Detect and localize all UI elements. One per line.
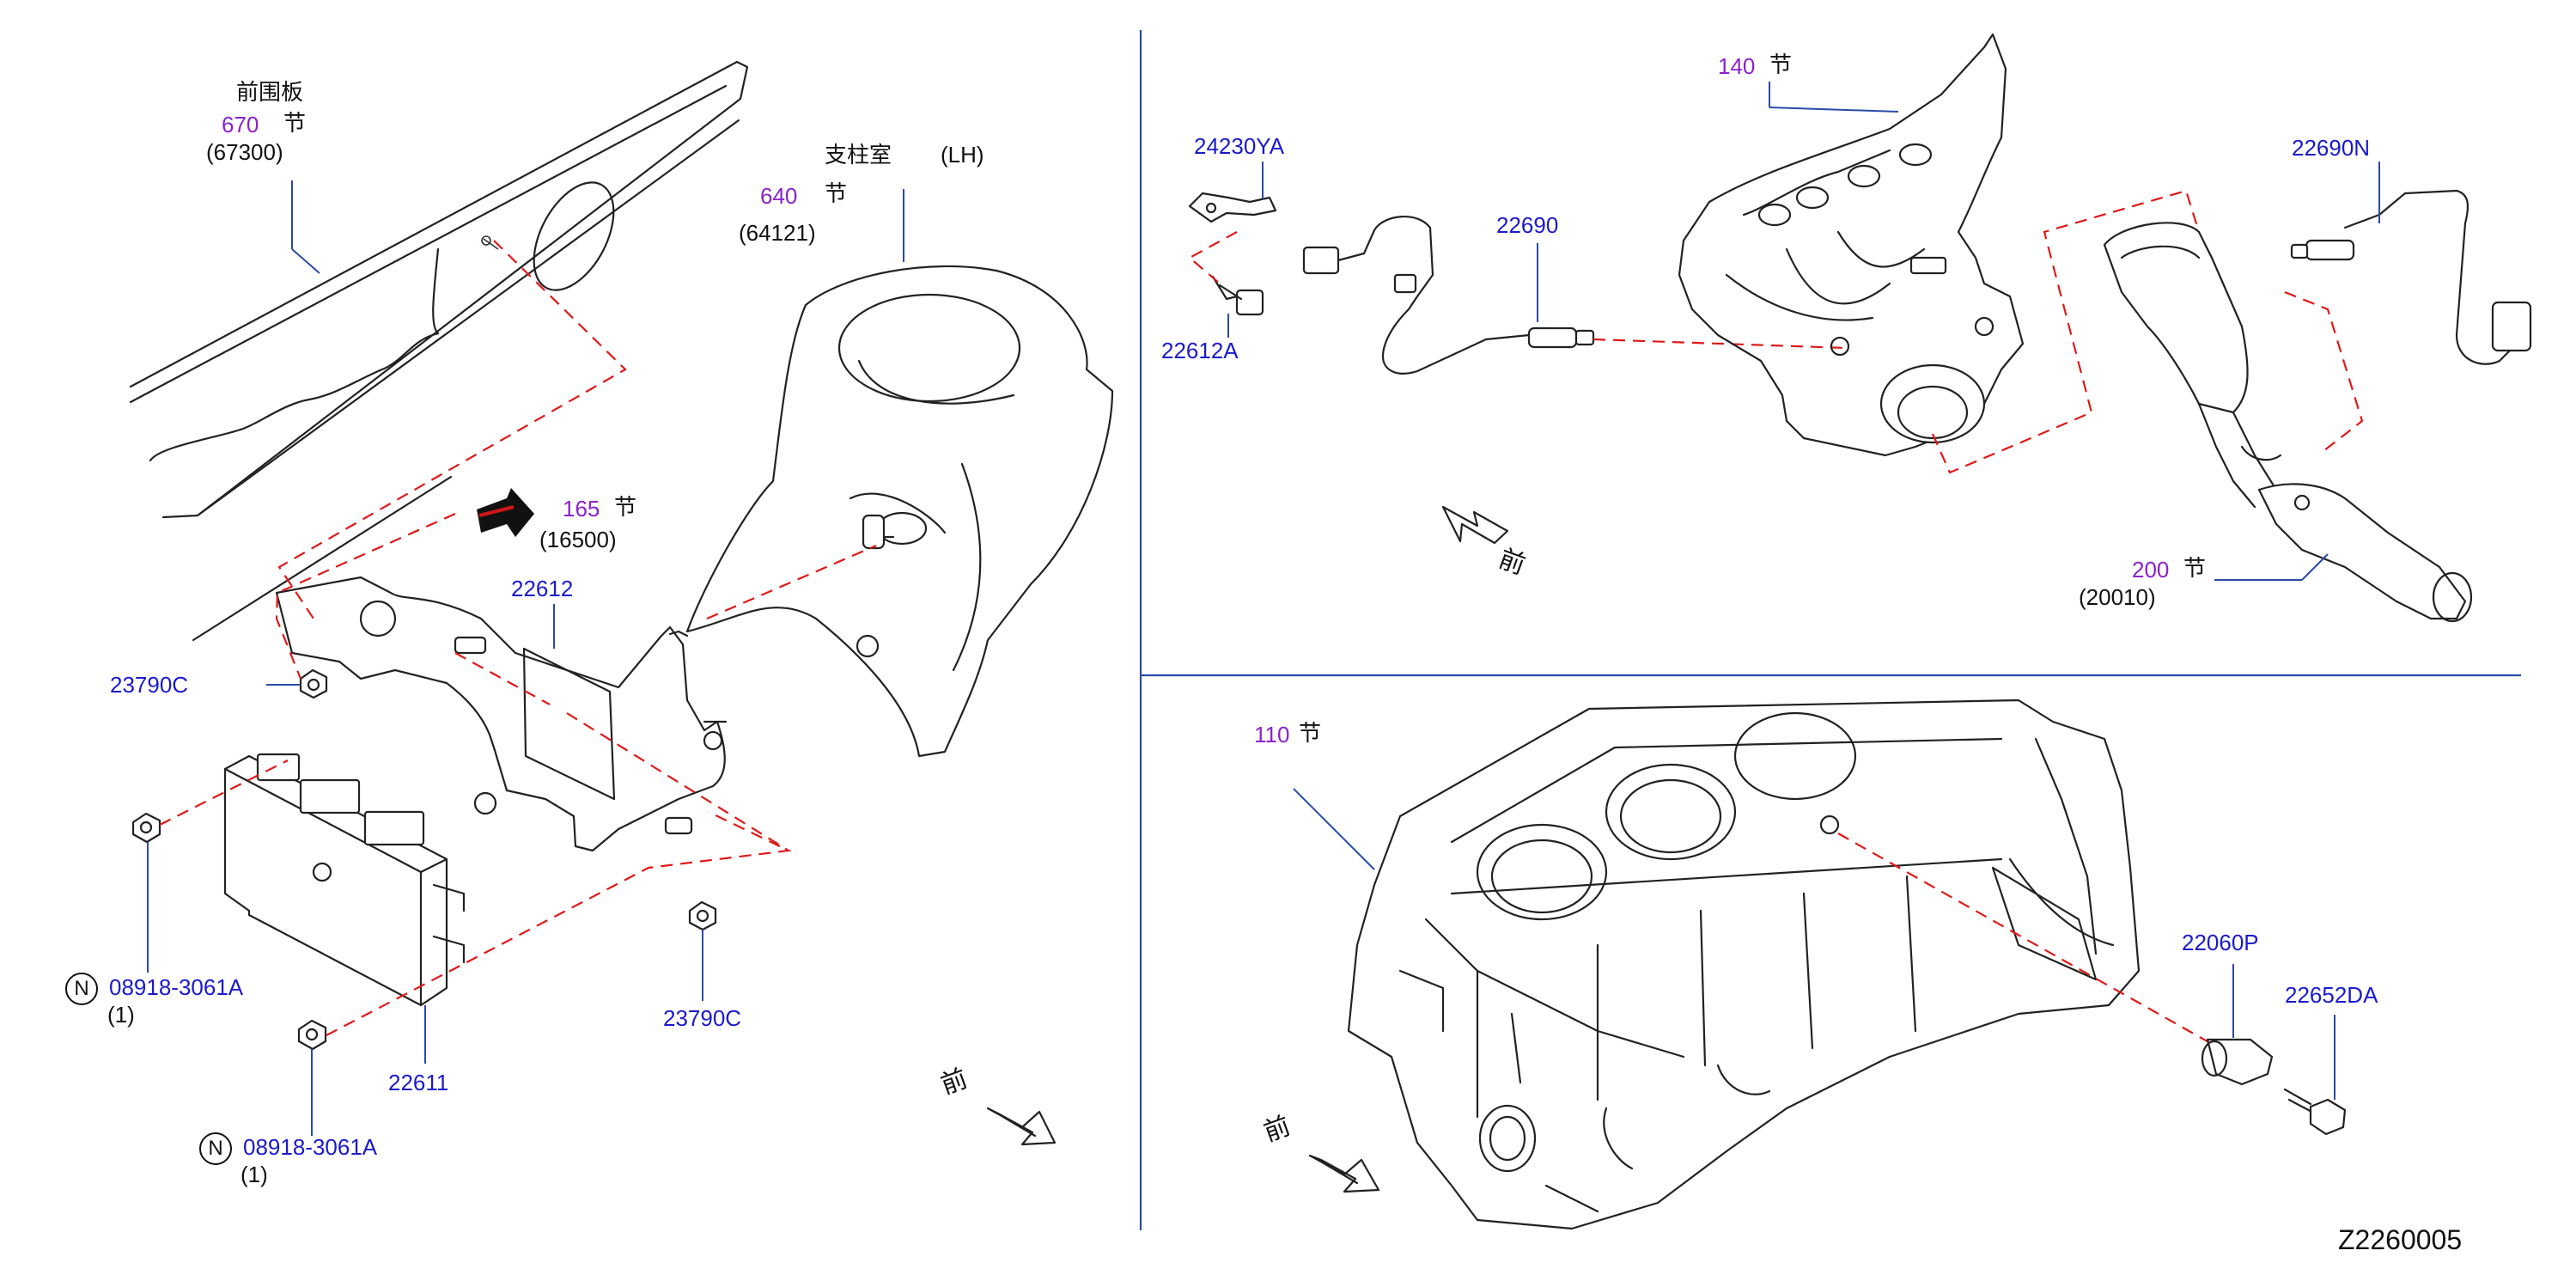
cylinder-block-section[interactable]: 110 (1254, 722, 1290, 747)
sensor-22690-label[interactable]: 22690 (1496, 212, 1559, 238)
front-panel-name: 前围板 (236, 79, 304, 105)
nut-23790c-upper-label[interactable]: 23790C (110, 672, 189, 698)
exhaust-manifold-section-unit: 节 (1769, 52, 1793, 77)
ref-165-section-unit: 节 (614, 494, 637, 520)
exhaust-pipe-section[interactable]: 200 (2132, 557, 2170, 583)
strut-housing-section-unit: 节 (825, 180, 848, 206)
nut-23790c-lower-label[interactable]: 23790C (663, 1005, 742, 1031)
front-arrow-left (986, 1107, 1057, 1146)
strut-housing-section[interactable]: 640 (760, 183, 798, 209)
exhaust-manifold-drawing (1678, 33, 2025, 457)
bracket-22612-drawing (275, 576, 728, 852)
bolt-upper-drawing (131, 812, 161, 844)
front-arrow-upper (1441, 505, 1509, 545)
strut-housing-part: (64121) (739, 220, 816, 246)
bolt-22652da-label[interactable]: 22652DA (2285, 982, 2378, 1008)
exhaust-pipe-part: (20010) (2079, 584, 2156, 610)
nut-23790c-upper-drawing (299, 668, 328, 699)
front-panel-section[interactable]: 670 (222, 112, 259, 137)
exhaust-pipe-section-unit: 节 (2183, 555, 2207, 581)
bolt-22612a-label[interactable]: 22612A (1161, 338, 1239, 363)
bolt-22652da-drawing (2283, 1088, 2347, 1136)
ref-165-part: (16500) (539, 527, 617, 552)
bolt-lower-qty: (1) (241, 1162, 268, 1187)
sensor-22690-drawing (1302, 216, 1595, 375)
bolt-upper-part[interactable]: 08918-3061A (109, 974, 244, 1000)
ref-arrow-165 (477, 488, 534, 537)
bracket-24230ya-drawing (1188, 192, 1277, 223)
bolt-lower-drawing (297, 1019, 327, 1051)
ref-165-section[interactable]: 165 (563, 496, 600, 522)
strut-housing-side: (LH) (941, 142, 984, 168)
bolt-lower-badge: N (199, 1132, 232, 1165)
nut-23790c-lower-drawing (688, 900, 717, 931)
drawing-code: Z2260005 (2338, 1224, 2463, 1255)
bolt-upper-badge: N (65, 973, 98, 1005)
knock-sensor-22060p-drawing (2201, 1038, 2274, 1086)
front-panel-part: (67300) (206, 139, 283, 165)
bracket-22612-label[interactable]: 22612 (511, 576, 574, 601)
front-panel-drawing (129, 60, 749, 642)
ecu-22611-label[interactable]: 22611 (388, 1070, 449, 1095)
knock-sensor-22060p-label[interactable]: 22060P (2182, 930, 2259, 955)
strut-housing-name: 支柱室 (825, 142, 892, 168)
sensor-22690n-label[interactable]: 22690N (2292, 135, 2371, 161)
sensor-22690n-drawing (2290, 189, 2532, 365)
strut-housing-drawing (685, 265, 1114, 758)
bolt-upper-qty: (1) (107, 1002, 135, 1028)
bolt-lower-part[interactable]: 08918-3061A (243, 1134, 378, 1160)
bracket-24230ya-label[interactable]: 24230YA (1194, 133, 1285, 159)
cylinder-block-section-unit: 节 (1299, 720, 1322, 746)
front-arrow-lower (1308, 1154, 1380, 1193)
cylinder-block-drawing (1347, 699, 2141, 1230)
exhaust-manifold-section[interactable]: 140 (1718, 53, 1756, 79)
front-panel-section-unit: 节 (283, 110, 307, 136)
bolt-22612a-drawing (1211, 275, 1264, 316)
exhaust-pipe-drawing (2103, 222, 2473, 623)
ecu-22611-drawing (223, 753, 466, 1007)
